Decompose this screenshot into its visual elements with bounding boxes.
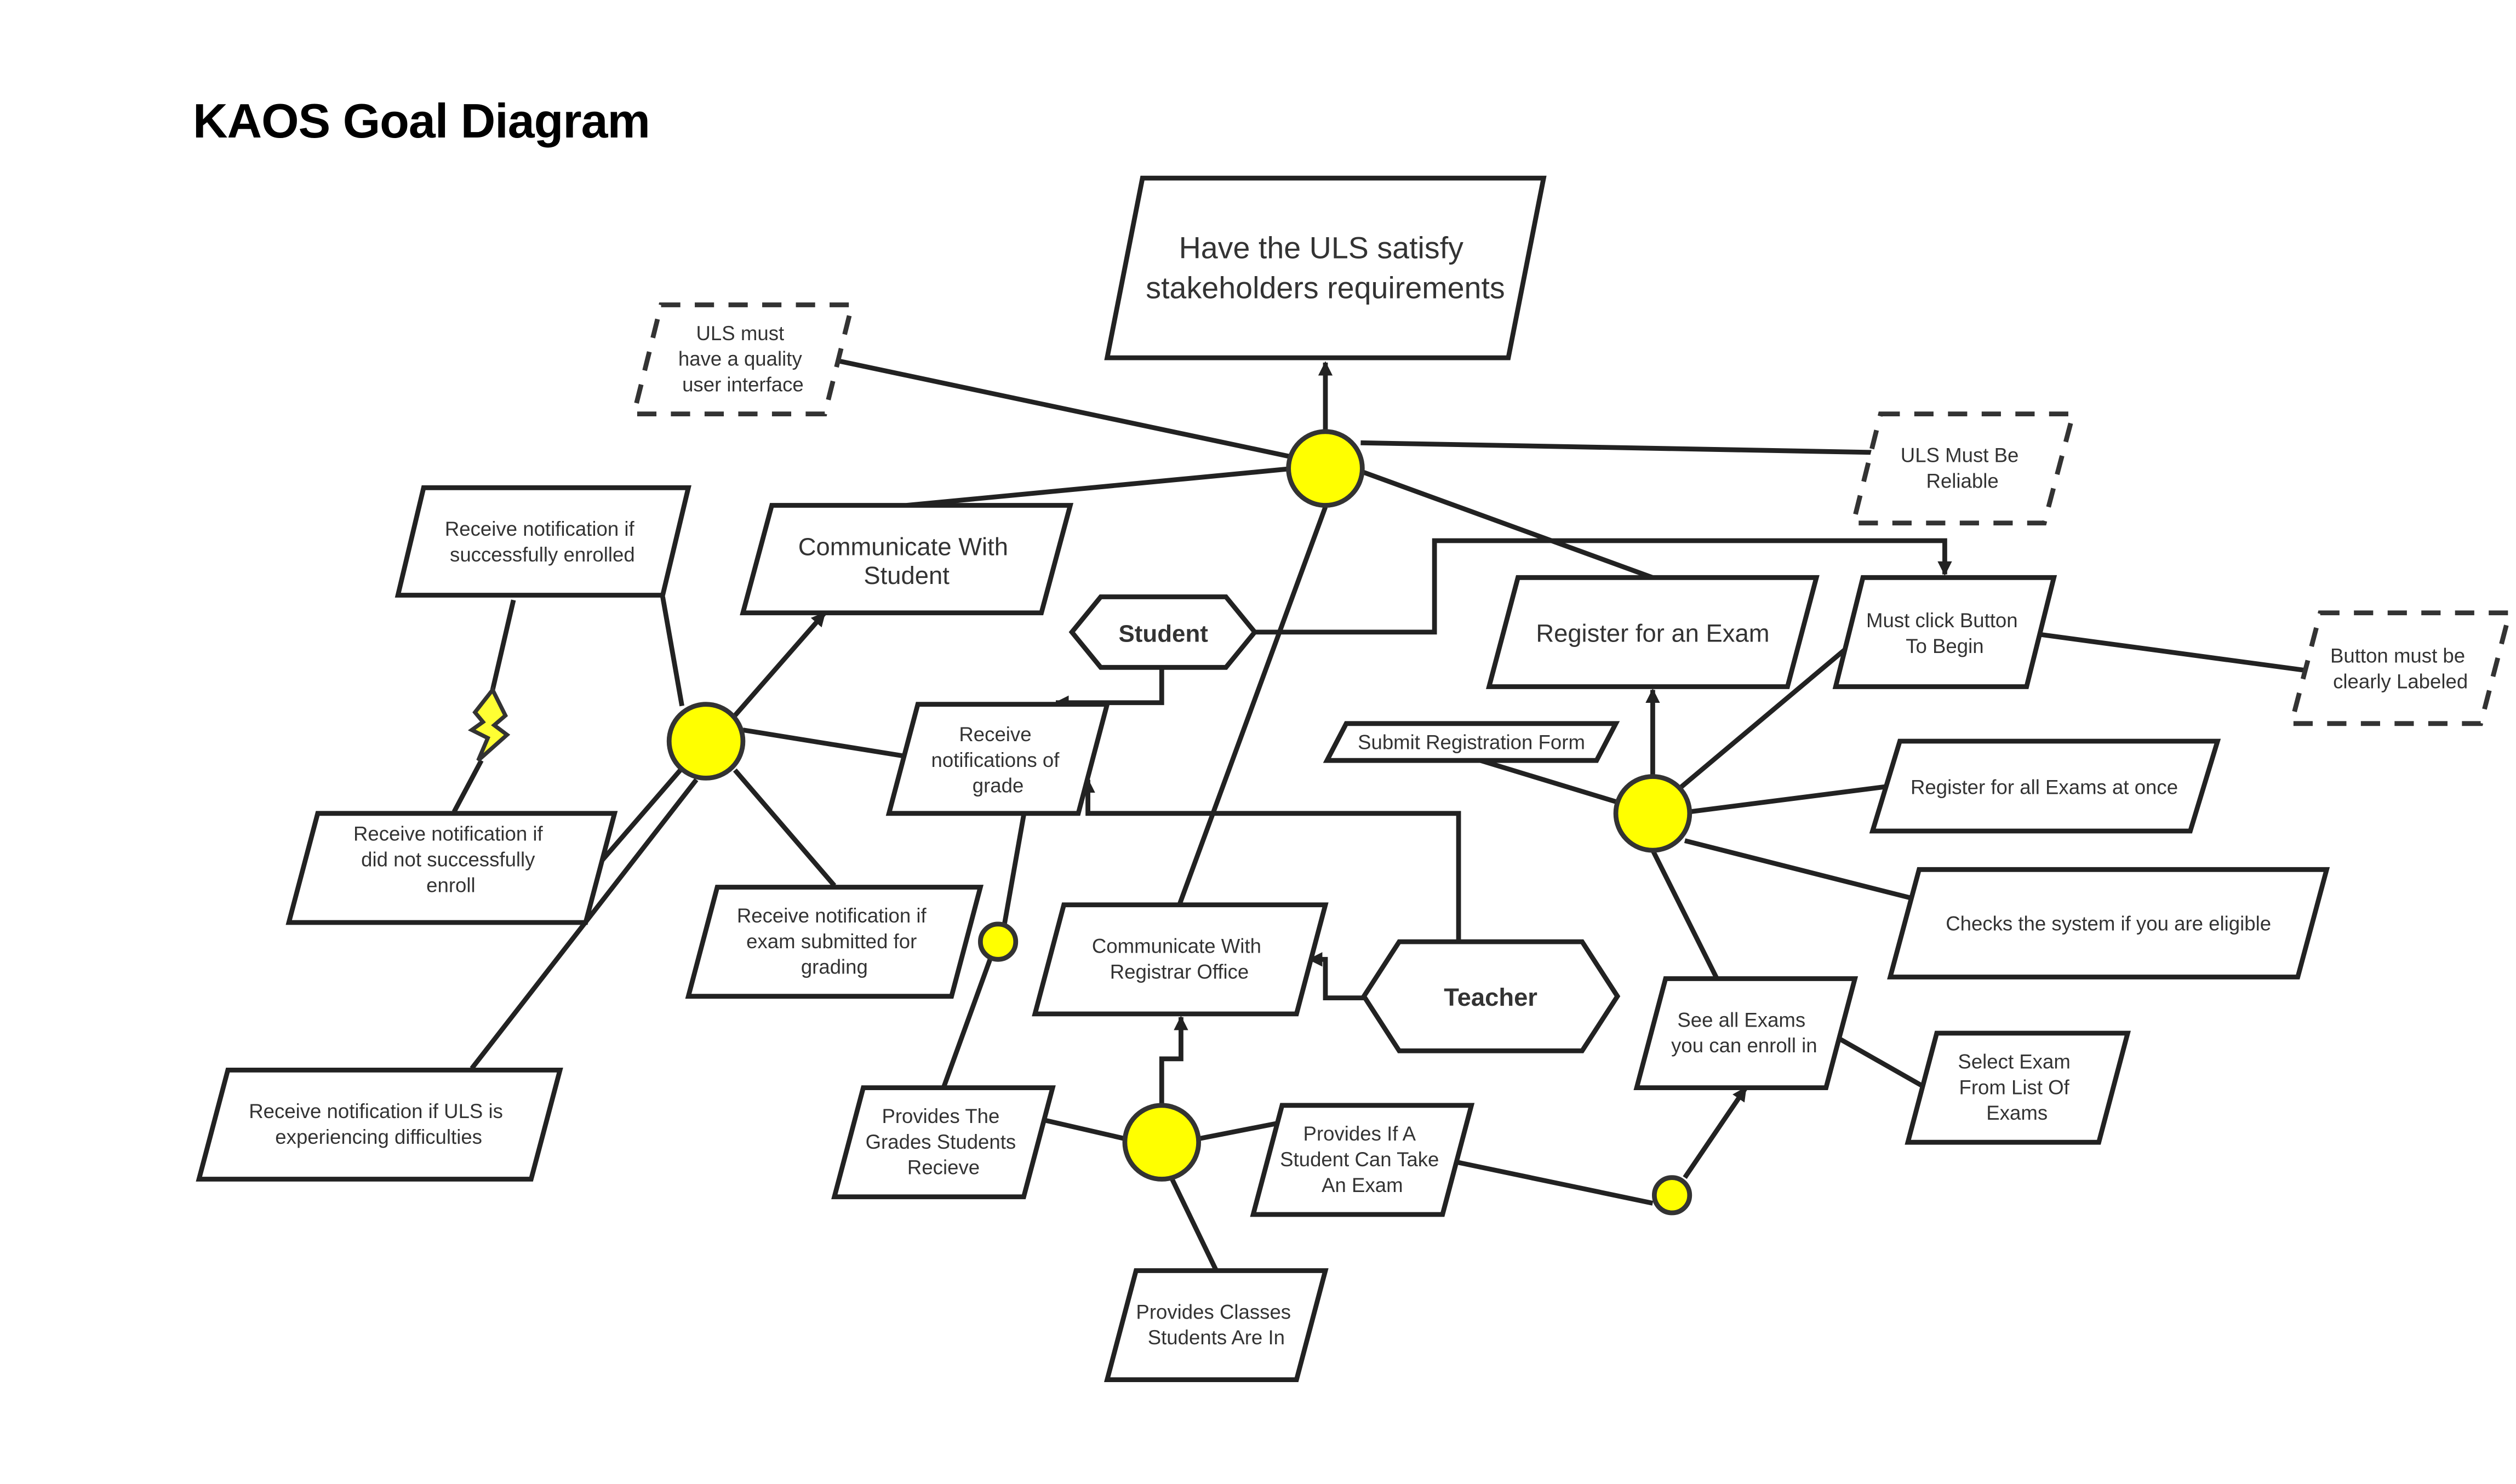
agent-teacher: Teacher: [1361, 939, 1621, 1053]
link-ref3-eligible: [1684, 838, 1913, 901]
svg-text:Register for an Exam: Register for an Exam: [1536, 619, 1769, 647]
agent-student: Student: [1068, 594, 1258, 670]
goal-root: Have the ULS satisfy stakeholders requir…: [1104, 175, 1547, 360]
link-ref3-register-all: [1689, 783, 1891, 815]
link-conflict-lower: [451, 759, 484, 813]
link-ref-to-provides-grades: [941, 958, 993, 1089]
svg-text:Provides If A Student Ca: Provides If A Student Can Take An Exam: [1280, 1122, 1444, 1196]
goal-checks-eligible: Checks the system if you are eligible: [1887, 867, 2330, 979]
softgoal-reliable: ULS Must Be Reliable: [1850, 411, 2077, 526]
link-ref5-provides-grades: [1042, 1117, 1127, 1142]
link-ref6-can-take: [1453, 1159, 1654, 1206]
svg-text:Receive notification if: Receive notification if exam submitted f…: [737, 904, 932, 978]
softgoal-quality-ui: ULS must have a quality user interface: [631, 302, 855, 416]
goal-register-exam: Register for an Exam: [1486, 575, 1820, 689]
goal-must-click-button: Must click Button To Begin: [1832, 575, 2057, 689]
refinement-root: [1286, 429, 1365, 508]
goal-root-label: Have the ULS satisfy stakeholders requir…: [1146, 231, 1505, 305]
svg-text:Receive notification if ULS is: Receive notification if ULS is experienc…: [249, 1100, 508, 1148]
goal-provides-classes: Provides Classes Students Are In: [1104, 1268, 1329, 1382]
link-grade-to-ref: [1002, 814, 1026, 925]
link-teacher-grade: [1080, 778, 1461, 942]
connectors: [451, 357, 2308, 1272]
svg-text:Provides Classes Student: Provides Classes Students Are In: [1136, 1300, 1296, 1349]
refinement-communicate-registrar: [1122, 1103, 1202, 1182]
svg-text:Communicate With Student: Communicate With Student: [798, 532, 1015, 589]
link-ref5-can-take: [1196, 1120, 1279, 1142]
svg-text:Checks the system if you are e: Checks the system if you are eligible: [1946, 913, 2271, 935]
refinement-communicate-student: [666, 702, 746, 781]
goal-select-exam: Select Exam From List Of Exams: [1905, 1030, 2131, 1145]
link-ref2-enrolled: [660, 596, 684, 707]
refinement-grade: [977, 921, 1019, 962]
svg-text:Button must be clearly L: Button must be clearly Labeled: [2330, 645, 2471, 693]
page-title: KAOS Goal Diagram: [193, 94, 650, 148]
goal-notif-grade: Receive notifications of grade: [885, 702, 1111, 816]
link-ref1-communicate-registrar: [1177, 506, 1328, 906]
link-see-all-select: [1831, 1033, 1927, 1090]
svg-text:Register for all Exams at once: Register for all Exams at once: [1911, 776, 2178, 799]
svg-text:ULS must have a quality: ULS must have a quality user interface: [678, 322, 808, 396]
link-ref2-grade: [742, 727, 912, 760]
link-ref3-must-click: [1677, 637, 1860, 792]
link-ref1-register-exam: [1357, 467, 1654, 580]
svg-text:Receive notification if: Receive notification if successfully enr…: [445, 518, 640, 566]
svg-text:Must click Button To Beg: Must click Button To Begin: [1866, 609, 2023, 657]
link-ref2-communicate-student: [733, 611, 827, 718]
svg-text:Teacher: Teacher: [1444, 983, 1537, 1011]
link-must-click-labeled: [2034, 631, 2308, 673]
svg-text:Receive notifications of: Receive notifications of grade: [931, 723, 1065, 797]
goal-provides-grades: Provides The Grades Students Recieve: [831, 1085, 1056, 1200]
link-ref3-submit-form: [1469, 755, 1619, 805]
goal-register-all: Register for all Exams at once: [1869, 738, 2221, 834]
link-student-grade: [1054, 667, 1164, 710]
goal-notif-enrolled: Receive notification if successfully enr…: [394, 485, 691, 598]
link-ref3-see-all: [1650, 849, 1719, 980]
svg-text:Student: Student: [1119, 620, 1209, 647]
refinement-see-all-exams: [1651, 1175, 1692, 1216]
link-ref2-exam-submitted: [733, 768, 837, 887]
goal-notif-not-enrolled: Receive notification if did not successf…: [285, 811, 618, 925]
svg-text:ULS Must Be Reliable: ULS Must Be Reliable: [1901, 444, 2025, 492]
link-ref1-quality-ui: [831, 357, 1294, 460]
svg-text:Receive notification if: Receive notification if did not successf…: [353, 823, 548, 897]
svg-text:See all Exams you can en: See all Exams you can enroll in: [1671, 1009, 1817, 1057]
link-ref1-reliable: [1360, 440, 1874, 455]
conflict-bolt-icon: [467, 686, 511, 762]
link-student-must-click: [1253, 538, 1952, 635]
link-teacher-registrar: [1308, 952, 1364, 1000]
link-ref1-communicate-student: [906, 466, 1294, 508]
goal-notif-exam-submitted: Receive notification if exam submitted f…: [685, 885, 984, 999]
svg-text:Provides The Grades Stud: Provides The Grades Students Recieve: [866, 1105, 1022, 1179]
svg-text:Communicate With Registr: Communicate With Registrar Office: [1092, 935, 1267, 983]
link-ref5-classes: [1169, 1176, 1219, 1272]
goal-see-all-exams: See all Exams you can enroll in: [1633, 976, 1859, 1090]
link-conflict: [490, 599, 516, 691]
refinement-register-exam: [1613, 774, 1692, 853]
link-ref6-see-all: [1683, 1086, 1748, 1179]
goal-submit-registration: Submit Registration Form: [1323, 721, 1620, 763]
goal-communicate-registrar: Communicate With Registrar Office: [1032, 902, 1329, 1017]
link-ref5-communicate-registrar: [1159, 1016, 1188, 1107]
svg-text:Select Exam From List Of: Select Exam From List Of Exams: [1958, 1050, 2076, 1124]
goal-communicate-student: Communicate With Student: [740, 503, 1074, 616]
softgoal-button-labeled: Button must be clearly Labeled: [2288, 610, 2513, 726]
goal-notif-difficulties: Receive notification if ULS is experienc…: [196, 1067, 563, 1182]
svg-text:Submit Registration Form: Submit Registration Form: [1358, 731, 1585, 754]
link-ref2-not-enrolled: [595, 768, 683, 868]
goal-provides-can-take: Provides If A Student Can Take An Exam: [1250, 1103, 1475, 1217]
